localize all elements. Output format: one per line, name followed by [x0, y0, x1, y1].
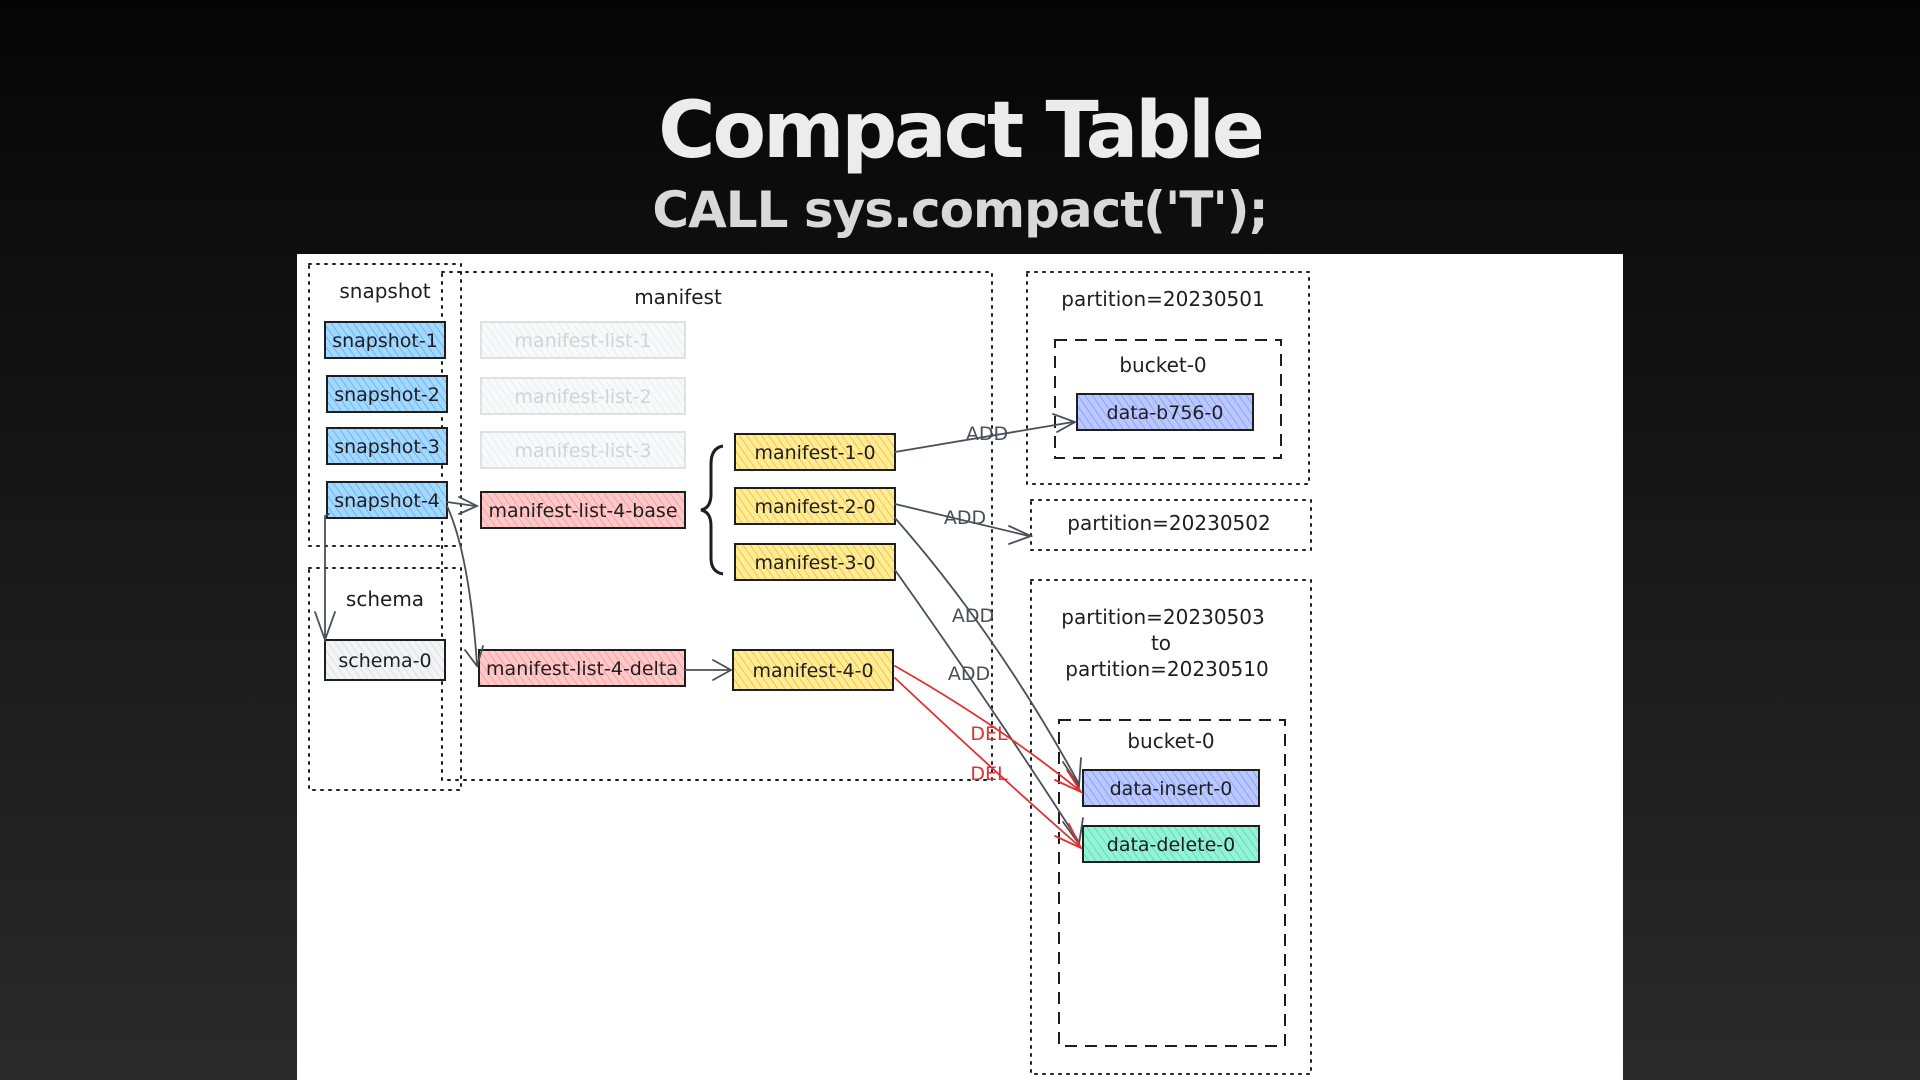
arrow-manifest1-to-b756-head: [1052, 413, 1078, 433]
data-b756-0-box: [1076, 393, 1254, 431]
partition-20230503-group: [1030, 579, 1312, 1075]
manifest-group: [441, 271, 993, 781]
arrow-manifest2-to-insert: [894, 517, 1080, 785]
arrow-manifest2-to-partition2-head: [1008, 525, 1034, 545]
partition-20230502-label: partition=20230502: [1067, 511, 1270, 535]
slide-subtitle: CALL sys.compact('T');: [652, 181, 1268, 239]
bucket-0-group-b: [1058, 719, 1286, 1047]
manifest-3-0-label: manifest-3-0: [754, 552, 875, 574]
snapshot-4-label: snapshot-4: [334, 490, 440, 512]
arrow-snapshot4-to-base: [446, 501, 476, 507]
manifest-list-1-box: [480, 321, 686, 359]
edge-label-add-3: ADD: [952, 605, 994, 627]
snapshot-group: [308, 263, 462, 547]
del-arrow-to-insert: [894, 665, 1080, 791]
edge-label-del-2: DEL: [970, 763, 1008, 785]
manifest-list-1-label: manifest-list-1: [515, 330, 652, 352]
manifest-4-0-label: manifest-4-0: [752, 660, 873, 682]
diagram-svg: snapshot schema manifest partition=20230…: [308, 263, 1312, 1075]
manifest-list-2-label: manifest-list-2: [515, 386, 652, 408]
del-arrow-to-delete-head: [1054, 823, 1083, 850]
arrow-snapshot4-to-base-head: [458, 496, 480, 515]
manifest-list-4-base-label: manifest-list-4-base: [488, 500, 677, 522]
schema-group-label: schema: [346, 587, 424, 611]
schema-group: [308, 567, 462, 791]
snapshot-2-label: snapshot-2: [334, 384, 440, 406]
arrow-manifest2-to-partition2: [894, 503, 1030, 537]
edge-label-add-1: ADD: [966, 423, 1008, 445]
partition-20230510-label: partition=20230510: [1065, 657, 1268, 681]
arrow-manifest1-to-b756: [894, 421, 1074, 453]
arrow-manifest3-to-delete: [894, 569, 1080, 843]
manifest-3-0-box: [734, 543, 896, 581]
snapshot-3-label: snapshot-3: [334, 436, 440, 458]
snapshot-1-label: snapshot-1: [332, 330, 438, 352]
partition-20230501-label: partition=20230501: [1061, 287, 1264, 311]
manifest-list-2-box: [480, 377, 686, 415]
arrow-snapshot4-to-delta: [446, 505, 478, 665]
edge-label-add-4: ADD: [948, 663, 990, 685]
snapshot-1-box: [324, 321, 446, 359]
data-delete-0-label: data-delete-0: [1107, 834, 1235, 856]
schema-0-box: [324, 639, 446, 681]
del-arrow-to-delete: [894, 677, 1080, 847]
arrow-snapshot4-to-schema-head: [314, 611, 336, 643]
snapshot-4-box: [326, 481, 448, 519]
snapshot-3-box: [326, 427, 448, 465]
arrow-snapshot4-to-delta-head: [464, 645, 484, 668]
slide-title: Compact Table: [658, 86, 1265, 176]
diagram-canvas: snapshot schema manifest partition=20230…: [297, 254, 1623, 1080]
arrow-manifest2-to-insert-head: [1062, 757, 1082, 789]
manifest-4-0-box: [732, 649, 894, 691]
schema-0-label: schema-0: [338, 650, 431, 672]
partition-20230503-label: partition=20230503: [1061, 605, 1264, 629]
snapshot-group-label: snapshot: [339, 279, 430, 303]
edge-label-del-1: DEL: [970, 723, 1008, 745]
bucket-0-label-a: bucket-0: [1119, 353, 1206, 377]
manifest-list-4-delta-box: [478, 649, 686, 687]
manifest-2-0-box: [734, 487, 896, 525]
partition-20230501-group: [1026, 271, 1310, 485]
partition-range-to-label: to: [1151, 631, 1171, 655]
manifest-list-3-box: [480, 431, 686, 469]
arrow-snapshot4-to-schema: [324, 513, 330, 639]
data-insert-0-label: data-insert-0: [1110, 778, 1233, 800]
manifest-list-4-delta-label: manifest-list-4-delta: [486, 658, 678, 680]
del-arrow-to-insert-head: [1054, 769, 1084, 795]
manifest-1-0-label: manifest-1-0: [754, 442, 875, 464]
snapshot-2-box: [326, 375, 448, 413]
manifest-brace: [700, 444, 724, 576]
manifest-2-0-label: manifest-2-0: [754, 496, 875, 518]
edge-label-add-2: ADD: [944, 507, 986, 529]
manifest-list-3-label: manifest-list-3: [515, 440, 652, 462]
bucket-0-group-a: [1054, 339, 1282, 459]
data-insert-0-box: [1082, 769, 1260, 807]
data-delete-0-box: [1082, 825, 1260, 863]
partition-20230502-group: [1030, 499, 1312, 551]
arrow-delta-to-manifest4-head: [712, 659, 733, 681]
bucket-0-label-b: bucket-0: [1127, 729, 1214, 753]
data-b756-0-label: data-b756-0: [1107, 402, 1224, 424]
manifest-group-label: manifest: [634, 285, 722, 309]
manifest-list-4-base-box: [480, 491, 686, 529]
